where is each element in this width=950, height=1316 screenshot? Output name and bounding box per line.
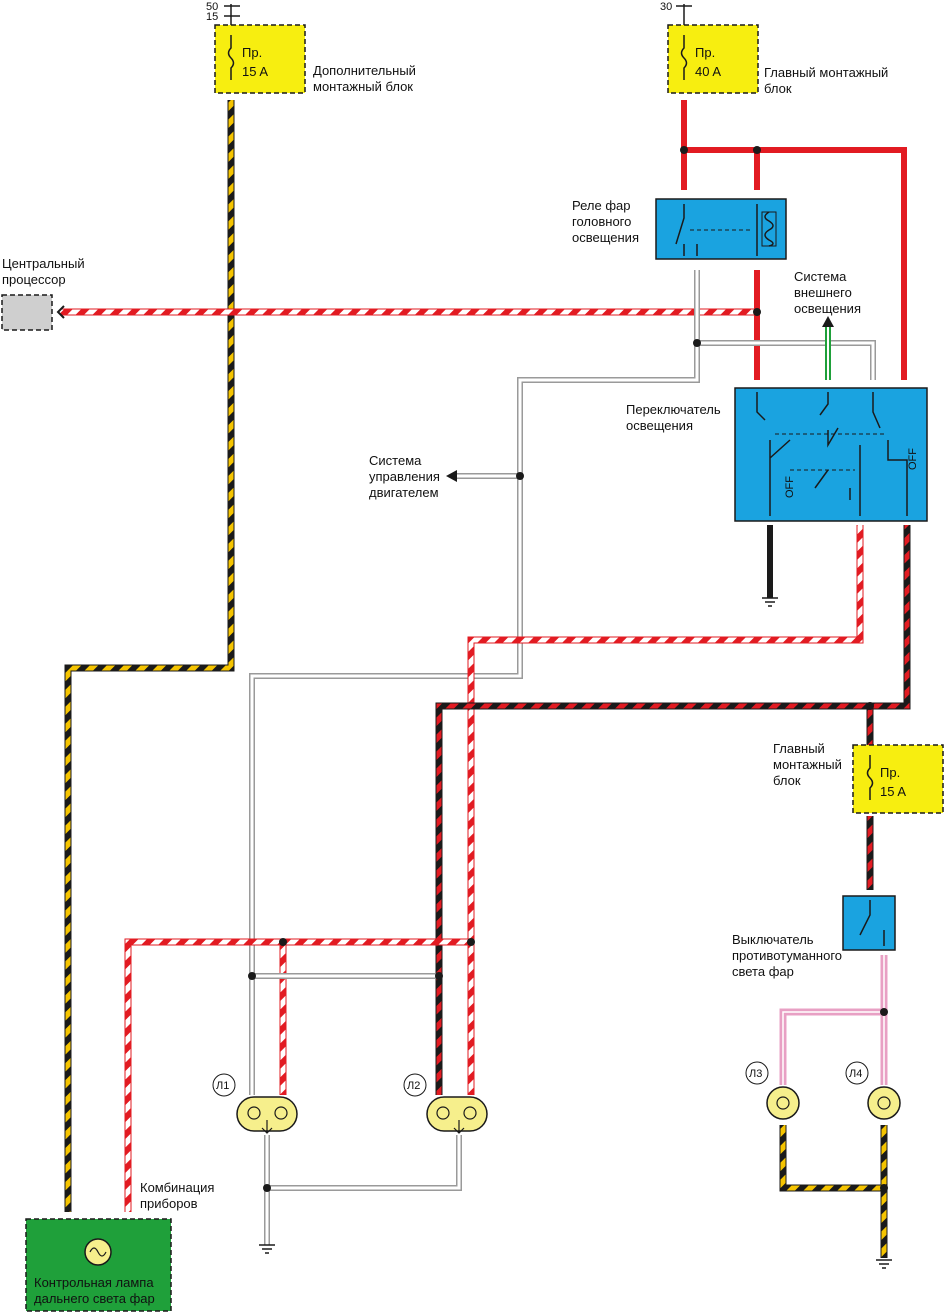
fuse-aux-line1: Пр. [242, 45, 262, 60]
wire-fog [779, 955, 888, 1085]
main-block-top-label-1: Главный монтажный [764, 65, 888, 80]
wire-lamp-ground [264, 1135, 462, 1245]
engine-ctrl-label-2: управления [369, 469, 440, 484]
fog-lamp-l4 [867, 1086, 901, 1120]
aux-block-label-2: монтажный блок [313, 79, 413, 94]
fuse-main40-line1: Пр. [695, 45, 715, 60]
main-block-top-label-2: блок [764, 81, 792, 96]
headlamp-l2 [426, 1096, 488, 1134]
light-switch-label-1: Переключатель [626, 402, 721, 417]
ext-lighting-label-1: Система [794, 269, 847, 284]
wires [60, 100, 911, 1258]
main-block-low-label-1: Главный [773, 741, 825, 756]
fuse-main15-line1: Пр. [880, 765, 900, 780]
ground-icon [876, 1259, 892, 1269]
indicator-label-2: дальнего света фар [34, 1291, 155, 1306]
ground-icon [259, 1244, 275, 1254]
central-processor [1, 294, 53, 331]
ground-symbols [259, 597, 892, 1269]
terminal-30-label: 30 [660, 1, 672, 13]
main-block-low-label-2: монтажный [773, 757, 842, 772]
bulb-icon [247, 1106, 261, 1120]
fog-lamp-l3 [766, 1086, 800, 1120]
switch-off-right: OFF [907, 448, 919, 470]
fuse-icon [680, 35, 688, 80]
wire-relay-to-switch-gray [697, 340, 876, 380]
arrow-icon [56, 305, 65, 319]
switch-off-left: OFF [784, 476, 796, 498]
fuse-icon [866, 755, 874, 800]
engine-ctrl-label-3: двигателем [369, 485, 439, 500]
fog-switch-label-1: Выключатель [732, 932, 814, 947]
main-block-low-label-3: блок [773, 773, 801, 788]
engine-ctrl-label-1: Система [369, 453, 422, 468]
terminal-50-label: 50 [206, 1, 218, 13]
terminal-15-label: 15 [206, 11, 218, 23]
ground-icon [762, 597, 778, 607]
ext-lighting-label-3: освещения [794, 301, 861, 316]
high-beam-indicator [25, 1218, 172, 1312]
cluster-label-1: Комбинация [140, 1180, 214, 1195]
light-switch-label-2: освещения [626, 418, 693, 433]
cpu-label-2: процессор [2, 272, 66, 287]
cluster-label-2: приборов [140, 1196, 198, 1211]
bulb-icon [463, 1106, 477, 1120]
fuse-aux-line2: 15 A [242, 64, 268, 79]
aux-block-label-1: Дополнительный [313, 63, 416, 78]
fuse-main-15a: Пр. 15 A [852, 744, 944, 814]
fuse-main-40a: Пр. 40 A [667, 24, 759, 94]
ext-lighting-label-2: внешнего [794, 285, 852, 300]
bulb-icon [776, 1096, 790, 1110]
relay-label-2: головного [572, 214, 631, 229]
junction-dots [248, 146, 888, 1192]
fog-switch-label-3: света фар [732, 964, 794, 979]
fog-light-switch [842, 895, 896, 951]
cpu-label-1: Центральный [2, 256, 85, 271]
arrows [56, 305, 834, 482]
light-switch: OFF OFF [734, 387, 928, 522]
text-labels: Дополнительный монтажный блок Главный мо… [2, 63, 888, 1306]
fuse-main40-line2: 40 A [695, 64, 721, 79]
bulb-icon [877, 1096, 891, 1110]
lamp-l1-label: Л1 [216, 1080, 229, 1092]
bulb-icon [436, 1106, 450, 1120]
wire-fog-ground [779, 1125, 888, 1258]
indicator-label-1: Контрольная лампа [34, 1275, 154, 1290]
lamp-l3-label: Л3 [749, 1068, 762, 1080]
wire-aux-fuse-to-indicator [64, 100, 235, 1212]
lamp-reference-labels: Л1 Л2 Л3 Л4 [212, 1061, 869, 1097]
headlamp-l1 [236, 1096, 298, 1134]
fuse-icon [227, 35, 235, 80]
arrow-icon [446, 470, 457, 482]
supply-terminals: 50 15 30 [206, 1, 692, 25]
relay-label-1: Реле фар [572, 198, 630, 213]
arrow-icon [822, 316, 834, 327]
lamp-l4-label: Л4 [849, 1068, 862, 1080]
relay-label-3: освещения [572, 230, 639, 245]
fuse-aux: Пр. 15 A [214, 24, 306, 94]
bulb-icon [274, 1106, 288, 1120]
headlight-relay [655, 198, 787, 260]
fog-switch-label-2: противотуманного [732, 948, 842, 963]
lamp-l2-label: Л2 [407, 1080, 420, 1092]
fuse-main15-line2: 15 A [880, 784, 906, 799]
